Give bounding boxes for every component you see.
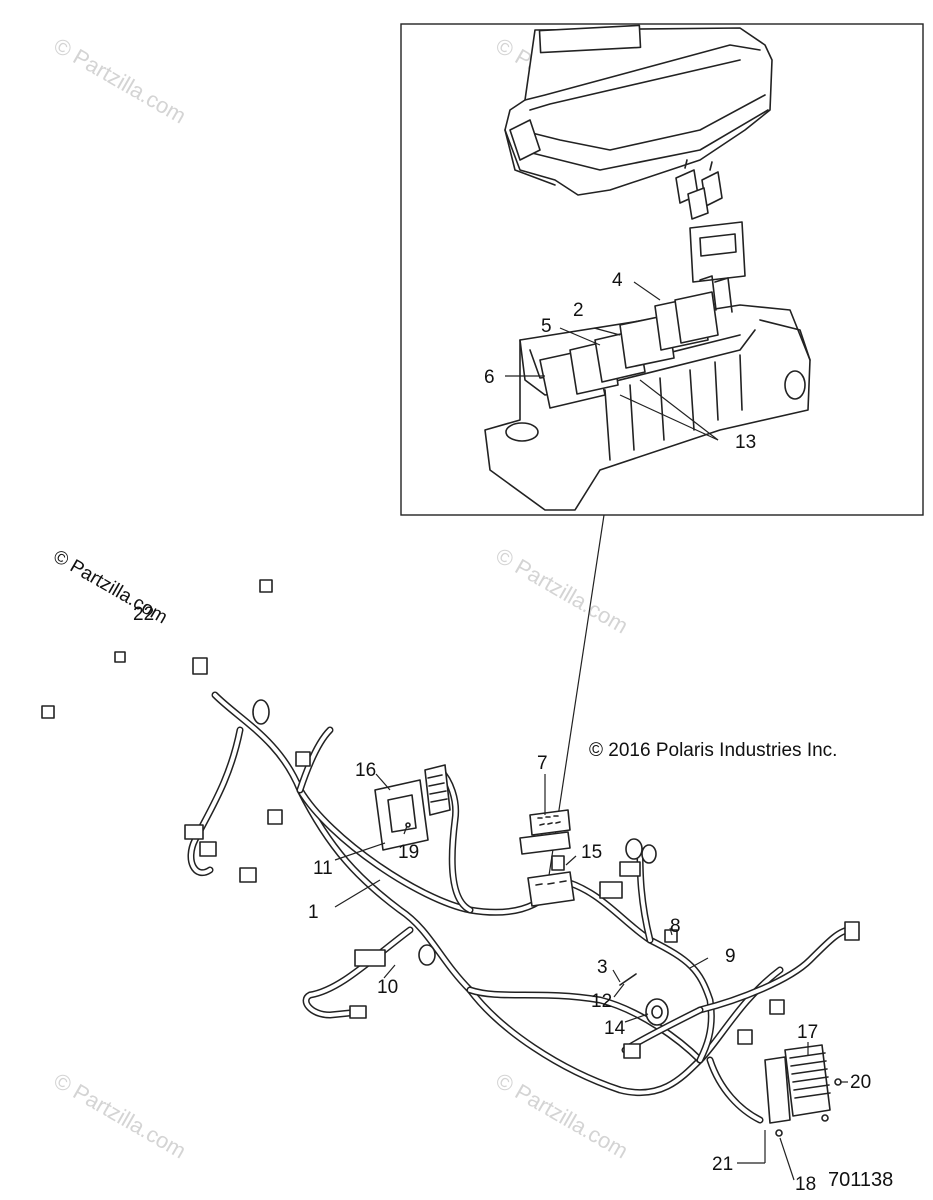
callout-16: 16 xyxy=(355,760,376,781)
watermark: © Partzilla.com xyxy=(50,33,191,129)
callout-10: 10 xyxy=(377,977,398,998)
fuse-box-cover xyxy=(504,24,773,196)
callout-17: 17 xyxy=(797,1022,818,1043)
detail-inset-frame xyxy=(400,23,924,516)
callout-9: 9 xyxy=(725,946,736,967)
copyright-notice: © 2016 Polaris Industries Inc. xyxy=(589,740,837,761)
callout-3: 3 xyxy=(597,957,608,978)
callout-11: 11 xyxy=(313,858,333,879)
callout-leaders xyxy=(334,281,848,1181)
callout-8: 8 xyxy=(670,916,681,937)
voltage-regulator xyxy=(764,1044,842,1137)
callout-5: 5 xyxy=(541,316,552,337)
callout-15: 15 xyxy=(581,842,602,863)
callout-18: 18 xyxy=(795,1174,816,1195)
callout-19: 19 xyxy=(398,842,419,863)
callout-20: 20 xyxy=(850,1072,871,1093)
ecu-module xyxy=(374,764,451,851)
watermark: © Partzilla.com xyxy=(50,1068,191,1164)
callout-7: 7 xyxy=(537,753,548,774)
screw-3 xyxy=(619,973,637,986)
callout-13: 13 xyxy=(735,432,756,453)
callout-14: 14 xyxy=(604,1018,626,1039)
document-number: 701138 xyxy=(828,1169,893,1191)
callout-2: 2 xyxy=(573,300,584,321)
mini-fuses xyxy=(675,159,723,220)
callout-21: 21 xyxy=(712,1154,733,1175)
fuse-box-bracket xyxy=(527,855,575,907)
fuse-holder-block xyxy=(689,221,746,283)
callout-6: 6 xyxy=(484,367,495,388)
watermark: © Partzilla.com xyxy=(492,543,633,639)
callout-12: 12 xyxy=(591,991,612,1012)
harness-connectors xyxy=(41,579,860,1059)
callout-1: 1 xyxy=(308,902,319,923)
callout-labels: 1 2 3 4 5 6 7 8 9 10 11 12 13 14 15 16 1… xyxy=(133,270,871,1195)
callout-22: 22 xyxy=(133,604,154,625)
fuse-strip xyxy=(519,809,571,855)
grommet-14 xyxy=(645,998,669,1026)
callout-4: 4 xyxy=(612,270,623,291)
relays xyxy=(539,275,733,409)
watermark: © Partzilla.com xyxy=(492,1068,633,1164)
small-parts xyxy=(619,929,678,1026)
